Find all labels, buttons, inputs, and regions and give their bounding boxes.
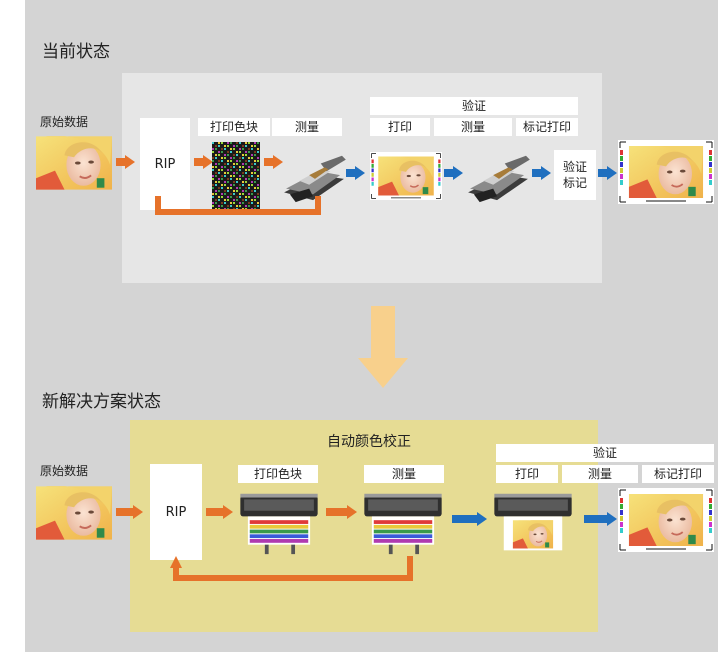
- current-arrow-to-rip: [116, 155, 135, 169]
- current-source-photo-icon: [36, 136, 112, 190]
- new-patch-printer-icon: [236, 490, 322, 556]
- new-verify-label-print: 标记打印: [642, 465, 714, 483]
- verify-mark-line2: 标记: [562, 176, 587, 190]
- current-arrow-to-measure: [264, 155, 283, 169]
- new-arrow-to-measure-printer: [326, 505, 357, 519]
- current-state-title: 当前状态: [42, 42, 110, 62]
- current-output-marked-photo-icon: [618, 140, 714, 204]
- current-arrow-to-mark: [532, 166, 551, 180]
- current-verify-measure: 测量: [434, 118, 512, 136]
- new-verify-printer-photo-icon: [490, 490, 576, 556]
- new-measure-label: 测量: [364, 465, 444, 483]
- current-arrow-to-verify-print: [346, 166, 365, 180]
- new-arrow-to-verify-printer: [452, 512, 487, 526]
- current-color-chart-icon: [212, 142, 260, 210]
- current-rip-box: RIP: [140, 118, 190, 210]
- new-measure-printer-icon: [360, 490, 446, 556]
- new-verify-measure: 测量: [562, 465, 638, 483]
- current-source-label: 原始数据: [40, 115, 89, 129]
- new-arrow-to-rip: [116, 505, 143, 519]
- current-verify-mark-box: 验证 标记: [554, 150, 596, 200]
- current-measure-label: 测量: [272, 118, 342, 136]
- verify-mark-line1: 验证: [562, 160, 587, 174]
- new-arrow-to-output: [584, 512, 617, 526]
- new-verify-print: 打印: [496, 465, 558, 483]
- current-arrow-to-output: [598, 166, 617, 180]
- new-arrow-to-printer: [206, 505, 233, 519]
- current-arrow-to-verify-measure: [444, 166, 463, 180]
- current-arrow-to-patches: [194, 155, 213, 169]
- new-print-patches-label: 打印色块: [238, 465, 318, 483]
- current-feedback-loop: [155, 196, 321, 215]
- current-verify-label-print: 标记打印: [516, 118, 578, 136]
- current-print-patches-label: 打印色块: [198, 118, 270, 136]
- new-output-marked-photo-icon: [618, 488, 714, 552]
- new-verify-header: 验证: [496, 444, 714, 462]
- new-source-photo-icon: [36, 486, 112, 540]
- current-verify-spectrophotometer-icon: [464, 150, 532, 204]
- new-auto-correction-title: 自动颜色校正: [327, 434, 411, 450]
- transition-down-arrow: [358, 306, 408, 388]
- new-feedback-loop: [170, 556, 413, 581]
- current-verify-print: 打印: [370, 118, 430, 136]
- new-rip-box: RIP: [150, 464, 202, 560]
- new-state-title: 新解决方案状态: [42, 392, 161, 412]
- current-verify-header: 验证: [370, 97, 578, 115]
- new-source-label: 原始数据: [40, 464, 89, 478]
- current-verify-print-photo-icon: [370, 150, 442, 202]
